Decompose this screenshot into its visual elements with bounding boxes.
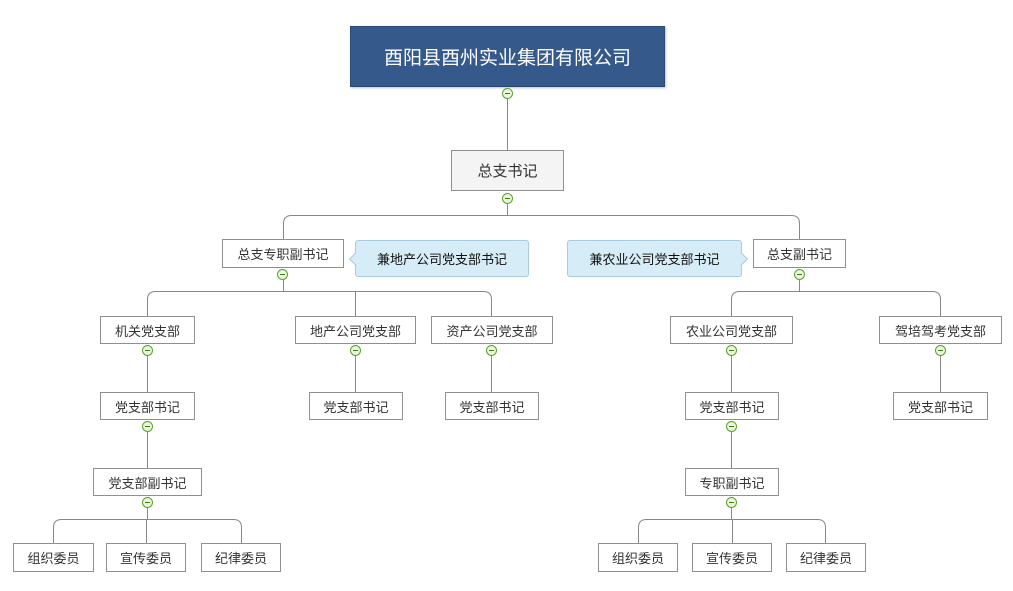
node-agriculture-branch-secretary[interactable]: 党支部书记 (685, 392, 779, 420)
connector-line (53, 519, 62, 543)
node-realestate-branch[interactable]: 地产公司党支部 (295, 316, 416, 344)
minus-circle-icon[interactable] (502, 193, 513, 204)
node-deputy-secretary[interactable]: 总支副书记 (753, 239, 846, 268)
node-realestate-branch-secretary[interactable]: 党支部书记 (309, 392, 403, 420)
node-agriculture-full-time-vice-secretary[interactable]: 专职副书记 (685, 468, 779, 496)
connector-line (483, 291, 492, 316)
callout-left-concurrent-role: 兼地产公司党支部书记 (355, 240, 529, 277)
node-driving-school-branch[interactable]: 驾培驾考党支部 (879, 316, 1002, 344)
node-left-discipline-member[interactable]: 纪律委员 (201, 543, 281, 572)
minus-circle-icon[interactable] (142, 497, 153, 508)
minus-circle-icon[interactable] (142, 345, 153, 356)
minus-circle-icon[interactable] (794, 269, 805, 280)
minus-circle-icon[interactable] (726, 345, 737, 356)
node-left-publicity-member[interactable]: 宣传委员 (106, 543, 186, 572)
minus-circle-icon[interactable] (935, 345, 946, 356)
connector-line (147, 291, 156, 316)
node-asset-branch[interactable]: 资产公司党支部 (431, 316, 553, 344)
connector-line (283, 215, 292, 239)
callout-right-concurrent-role: 兼农业公司党支部书记 (567, 240, 742, 277)
minus-circle-icon[interactable] (486, 345, 497, 356)
node-right-organization-member[interactable]: 组织委员 (598, 543, 678, 572)
minus-circle-icon[interactable] (142, 421, 153, 432)
connector-line (731, 291, 740, 316)
connector-line (817, 519, 826, 543)
minus-circle-icon[interactable] (502, 88, 513, 99)
node-general-secretary[interactable]: 总支书记 (451, 150, 564, 191)
node-right-discipline-member[interactable]: 纪律委员 (786, 543, 866, 572)
node-driving-school-branch-secretary[interactable]: 党支部书记 (893, 392, 988, 420)
minus-circle-icon[interactable] (350, 345, 361, 356)
connector-line (932, 291, 941, 316)
minus-circle-icon[interactable] (726, 421, 737, 432)
node-agriculture-branch[interactable]: 农业公司党支部 (670, 316, 793, 344)
connector-line (233, 519, 242, 543)
minus-circle-icon[interactable] (726, 497, 737, 508)
node-root[interactable]: 酉阳县酉州实业集团有限公司 (350, 26, 665, 87)
connector-line (791, 215, 800, 239)
node-office-branch-vice-secretary[interactable]: 党支部副书记 (93, 468, 202, 496)
node-left-organization-member[interactable]: 组织委员 (13, 543, 94, 572)
minus-circle-icon[interactable] (277, 269, 288, 280)
node-office-branch[interactable]: 机关党支部 (100, 316, 195, 344)
node-right-publicity-member[interactable]: 宣传委员 (692, 543, 772, 572)
connector-line (638, 519, 647, 543)
node-office-branch-secretary[interactable]: 党支部书记 (100, 392, 195, 420)
node-full-time-deputy-secretary[interactable]: 总支专职副书记 (222, 239, 344, 268)
node-asset-branch-secretary[interactable]: 党支部书记 (445, 392, 539, 420)
